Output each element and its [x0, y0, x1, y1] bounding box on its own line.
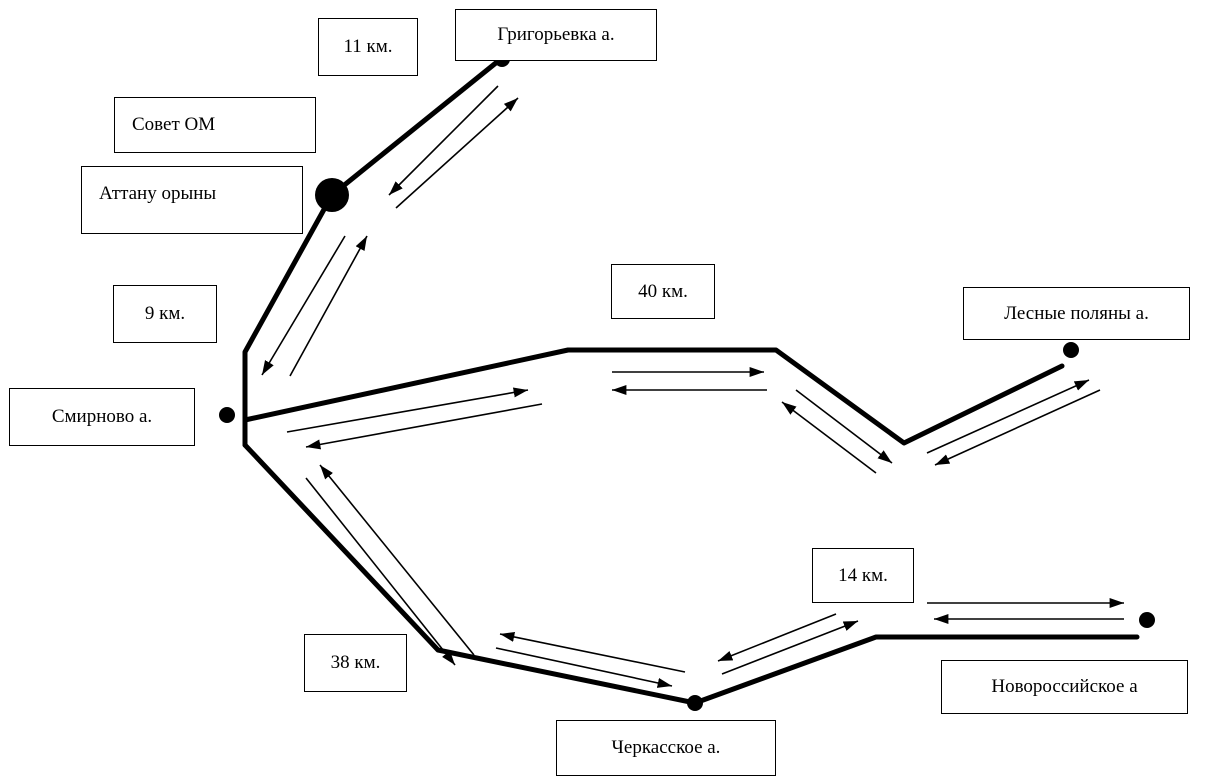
road-lesnye-polyany	[242, 347, 1065, 446]
distance-label-9km: 9 км.	[113, 285, 217, 343]
arrow	[261, 235, 346, 376]
cherkasskoe-dot	[687, 695, 703, 711]
arrow	[499, 631, 686, 673]
arrow	[388, 85, 499, 196]
distance-label-38km: 38 км.	[304, 634, 407, 692]
arrow	[305, 477, 456, 666]
arrow	[305, 403, 543, 450]
distance-label-11km: 11 км.	[318, 18, 418, 76]
cherkasskoe-label: Черкасское а.	[556, 720, 776, 776]
novorossiyskoe-label: Новороссийское а	[941, 660, 1188, 714]
arrow	[289, 235, 368, 377]
arrow	[781, 401, 877, 474]
lesnye-polyany-dot	[1063, 342, 1079, 358]
arrow	[934, 389, 1101, 466]
arrow	[795, 389, 893, 464]
distance-label-40km: 40 км.	[611, 264, 715, 319]
lesnye-polyany-label: Лесные поляны а.	[963, 287, 1190, 340]
arrow	[319, 464, 475, 656]
novorossiyskoe-dot	[1139, 612, 1155, 628]
distance-label-14km: 14 км.	[812, 548, 914, 603]
arrow	[717, 613, 837, 662]
attanu-oryny-label: Аттану орыны	[81, 166, 303, 234]
arrow	[721, 620, 859, 675]
arrow	[286, 387, 529, 433]
arrow	[495, 647, 673, 688]
arrow	[395, 97, 519, 209]
road-grigorievka-smirnovo	[242, 55, 505, 448]
smirnovo-label: Смирново а.	[9, 388, 195, 446]
sovet-om-label: Совет ОМ	[114, 97, 316, 153]
attanu-oryny-dot	[315, 178, 349, 212]
arrow	[926, 379, 1090, 454]
smirnovo-dot	[219, 407, 235, 423]
grigorievka-label: Григорьевка а.	[455, 9, 657, 61]
